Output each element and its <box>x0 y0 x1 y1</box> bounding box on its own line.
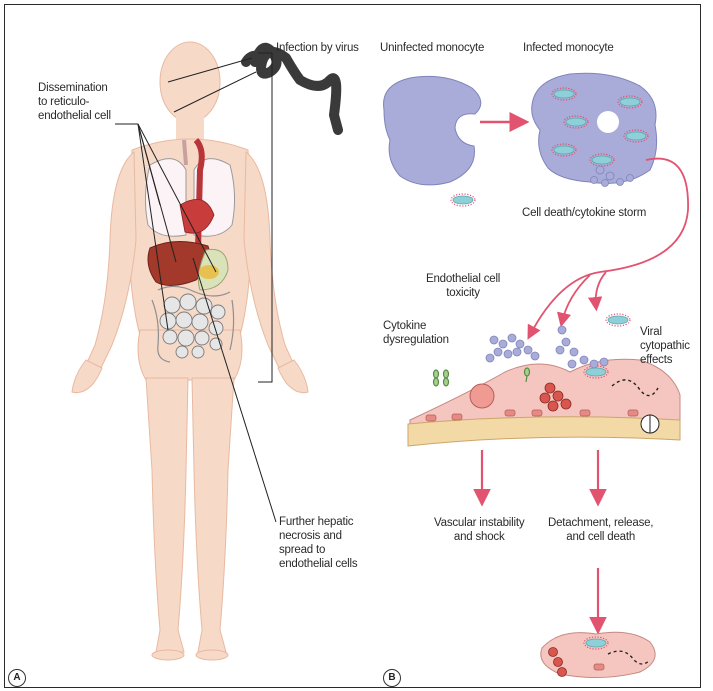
panel-a-letter: A <box>8 669 26 687</box>
cytokine-cloud-icon <box>486 326 608 368</box>
infected-monocyte <box>532 73 657 183</box>
human-body <box>72 42 308 660</box>
detached-cell <box>541 632 655 677</box>
label-cell-death: Cell death/cytokine storm <box>522 206 646 220</box>
label-detachment: Detachment, release, and cell death <box>548 516 653 544</box>
label-endothelial-toxicity: Endothelial cell toxicity <box>426 272 500 300</box>
label-infection-by-virus: Infection by virus <box>276 41 359 55</box>
label-viral-cytopathic: Viral cytopathic effects <box>640 325 690 367</box>
label-cytokine-dysregulation: Cytokine dysregulation <box>383 319 449 347</box>
free-virion-icon <box>451 194 475 206</box>
panel-b-letter: B <box>383 669 401 687</box>
label-infected-monocyte: Infected monocyte <box>523 41 614 55</box>
label-hepatic-necrosis: Further hepatic necrosis and spread to e… <box>279 515 357 571</box>
virus-filament-icon <box>246 48 338 130</box>
uninfected-monocyte <box>384 76 481 185</box>
label-vascular-instability: Vascular instability and shock <box>434 516 524 544</box>
label-uninfected-monocyte: Uninfected monocyte <box>380 41 484 55</box>
free-virion-2-icon <box>606 314 630 326</box>
label-dissemination: Dissemination to reticulo- endothelial c… <box>38 81 111 123</box>
